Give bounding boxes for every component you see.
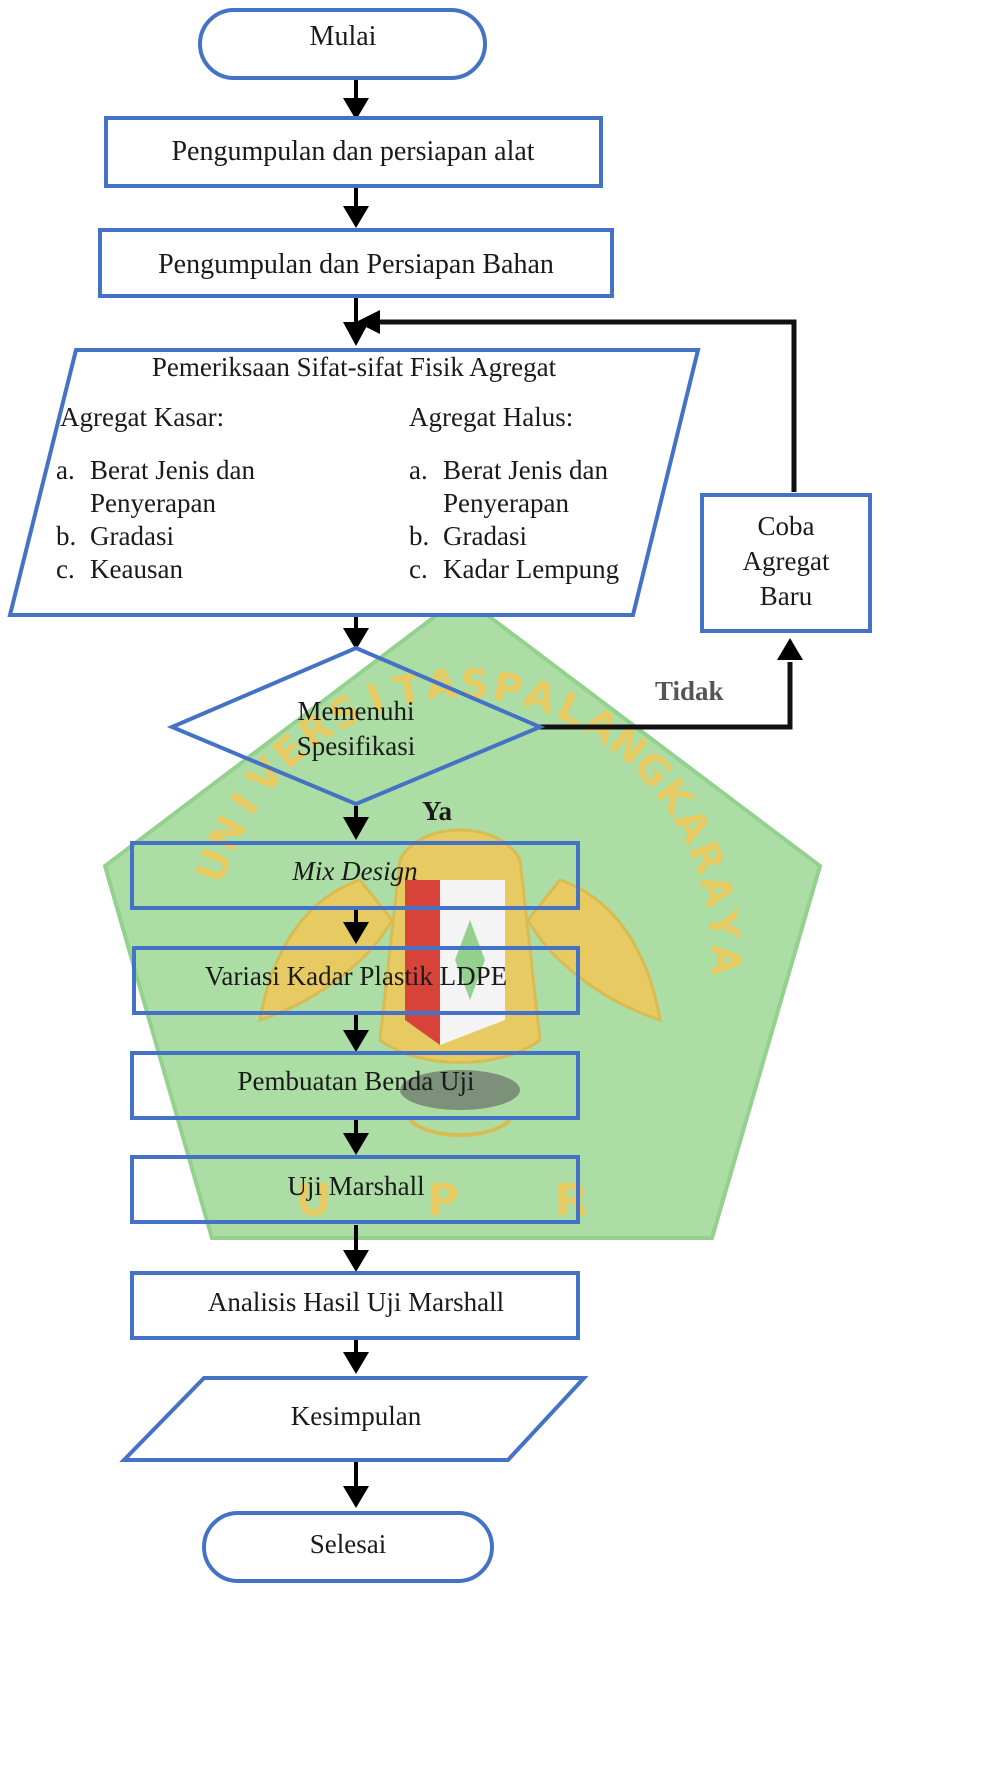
watermark-letter: A bbox=[702, 945, 748, 976]
kasar-item-a-line2: Penyerapan bbox=[90, 488, 216, 518]
uji-label: Uji Marshall bbox=[287, 1171, 424, 1201]
kesimpulan-label: Kesimpulan bbox=[291, 1401, 422, 1431]
step-bahan-label: Pengumpulan dan Persiapan Bahan bbox=[158, 249, 554, 280]
variasi-label: Variasi Kadar Plastik LDPE bbox=[205, 961, 507, 991]
end-label: Selesai bbox=[310, 1529, 386, 1559]
mix-design-label: Mix Design bbox=[291, 856, 417, 886]
variasi-box bbox=[132, 946, 580, 1015]
watermark-bottom-text: U P R bbox=[296, 1175, 629, 1226]
step-alat-box bbox=[104, 116, 603, 188]
analisis-label: Analisis Hasil Uji Marshall bbox=[208, 1287, 504, 1317]
kasar-item-b-line1: Gradasi bbox=[90, 521, 174, 551]
coba-line2: Agregat bbox=[743, 546, 830, 576]
uji-box bbox=[130, 1155, 580, 1224]
kesimpulan-parallelogram bbox=[119, 1376, 589, 1462]
start-terminator bbox=[198, 8, 487, 80]
end-terminator bbox=[202, 1511, 494, 1583]
halus-item-c-line1: Kadar Lempung bbox=[443, 554, 619, 584]
halus-item-b-marker: b. bbox=[409, 521, 429, 551]
mix-design-box bbox=[130, 841, 580, 910]
pemeriksaan-title: Pemeriksaan Sifat-sifat Fisik Agregat bbox=[152, 352, 557, 382]
coba-line3: Baru bbox=[760, 581, 813, 611]
step-alat-label: Pengumpulan dan persiapan alat bbox=[171, 136, 534, 167]
arrowheads bbox=[343, 98, 803, 1508]
decision-line1: Memenuhi bbox=[298, 696, 415, 726]
flowchart-shapes bbox=[7, 8, 872, 1583]
halus-item-a-marker: a. bbox=[409, 455, 428, 485]
pembuatan-box bbox=[130, 1051, 580, 1120]
halus-item-a-line1: Berat Jenis dan bbox=[443, 455, 608, 485]
pembuatan-label: Pembuatan Benda Uji bbox=[238, 1066, 475, 1096]
step-bahan-box bbox=[98, 228, 614, 298]
halus-heading: Agregat Halus: bbox=[409, 402, 573, 432]
garuda-emblem bbox=[258, 828, 662, 1137]
start-label: Mulai bbox=[310, 21, 377, 52]
coba-agregat-box bbox=[700, 493, 872, 633]
kasar-item-b-marker: b. bbox=[56, 521, 76, 551]
kasar-item-c-marker: c. bbox=[56, 554, 75, 584]
analisis-box bbox=[130, 1271, 580, 1340]
kasar-heading: Agregat Kasar: bbox=[60, 402, 224, 432]
halus-item-c-marker: c. bbox=[409, 554, 428, 584]
kasar-item-a-marker: a. bbox=[56, 455, 75, 485]
watermark-letter: Y bbox=[698, 907, 748, 944]
label-tidak: Tidak bbox=[655, 676, 724, 706]
kasar-item-a-line1: Berat Jenis dan bbox=[90, 455, 255, 485]
decision-line2: Spesifikasi bbox=[297, 731, 416, 761]
label-ya: Ya bbox=[422, 796, 453, 826]
kasar-item-c-line1: Keausan bbox=[90, 554, 183, 584]
halus-item-b-line1: Gradasi bbox=[443, 521, 527, 551]
decision-diamond bbox=[166, 645, 546, 807]
halus-item-a-line2: Penyerapan bbox=[443, 488, 569, 518]
coba-line1: Coba bbox=[758, 511, 815, 541]
pemeriksaan-parallelogram bbox=[7, 348, 701, 617]
flowchart-labels: Mulai Pengumpulan dan persiapan alat Pen… bbox=[56, 21, 830, 1559]
